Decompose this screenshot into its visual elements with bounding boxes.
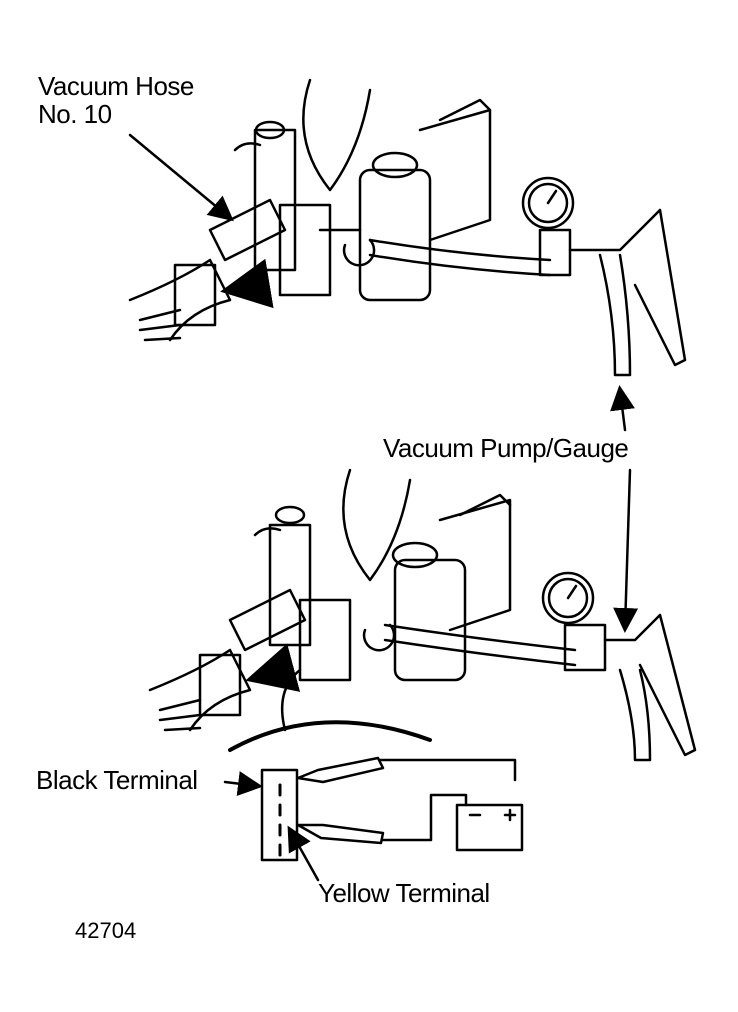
bottom-connector-hand <box>148 588 307 732</box>
vacuum-hose-leader-arrow <box>128 133 234 222</box>
vacuum-pump-gauge-label: Vacuum Pump/Gauge <box>383 433 629 463</box>
bottom-vacuum-gauge <box>541 571 697 762</box>
top-valve-assembly <box>233 78 492 302</box>
battery-icon <box>455 803 524 852</box>
yellow-terminal-label: Yellow Terminal <box>318 878 490 908</box>
bottom-valve-assembly <box>253 468 512 682</box>
pump-gauge-leader-arrow-up <box>610 385 635 432</box>
terminal-detail <box>228 720 524 862</box>
top-hose-to-gauge <box>368 238 552 277</box>
vacuum-hose-label-line2: No. 10 <box>38 99 112 129</box>
pump-gauge-leader-arrow-down <box>613 468 639 633</box>
yellow-terminal-leader-arrow <box>287 825 320 882</box>
vacuum-hose-label-line1: Vacuum Hose <box>38 71 194 101</box>
figure-number: 42704 <box>75 918 137 943</box>
black-terminal-label: Black Terminal <box>36 765 198 795</box>
top-connector-hand <box>128 198 287 342</box>
top-vacuum-gauge <box>521 176 687 377</box>
black-terminal-leader-arrow <box>223 771 263 797</box>
bottom-hose-to-gauge <box>383 623 577 667</box>
